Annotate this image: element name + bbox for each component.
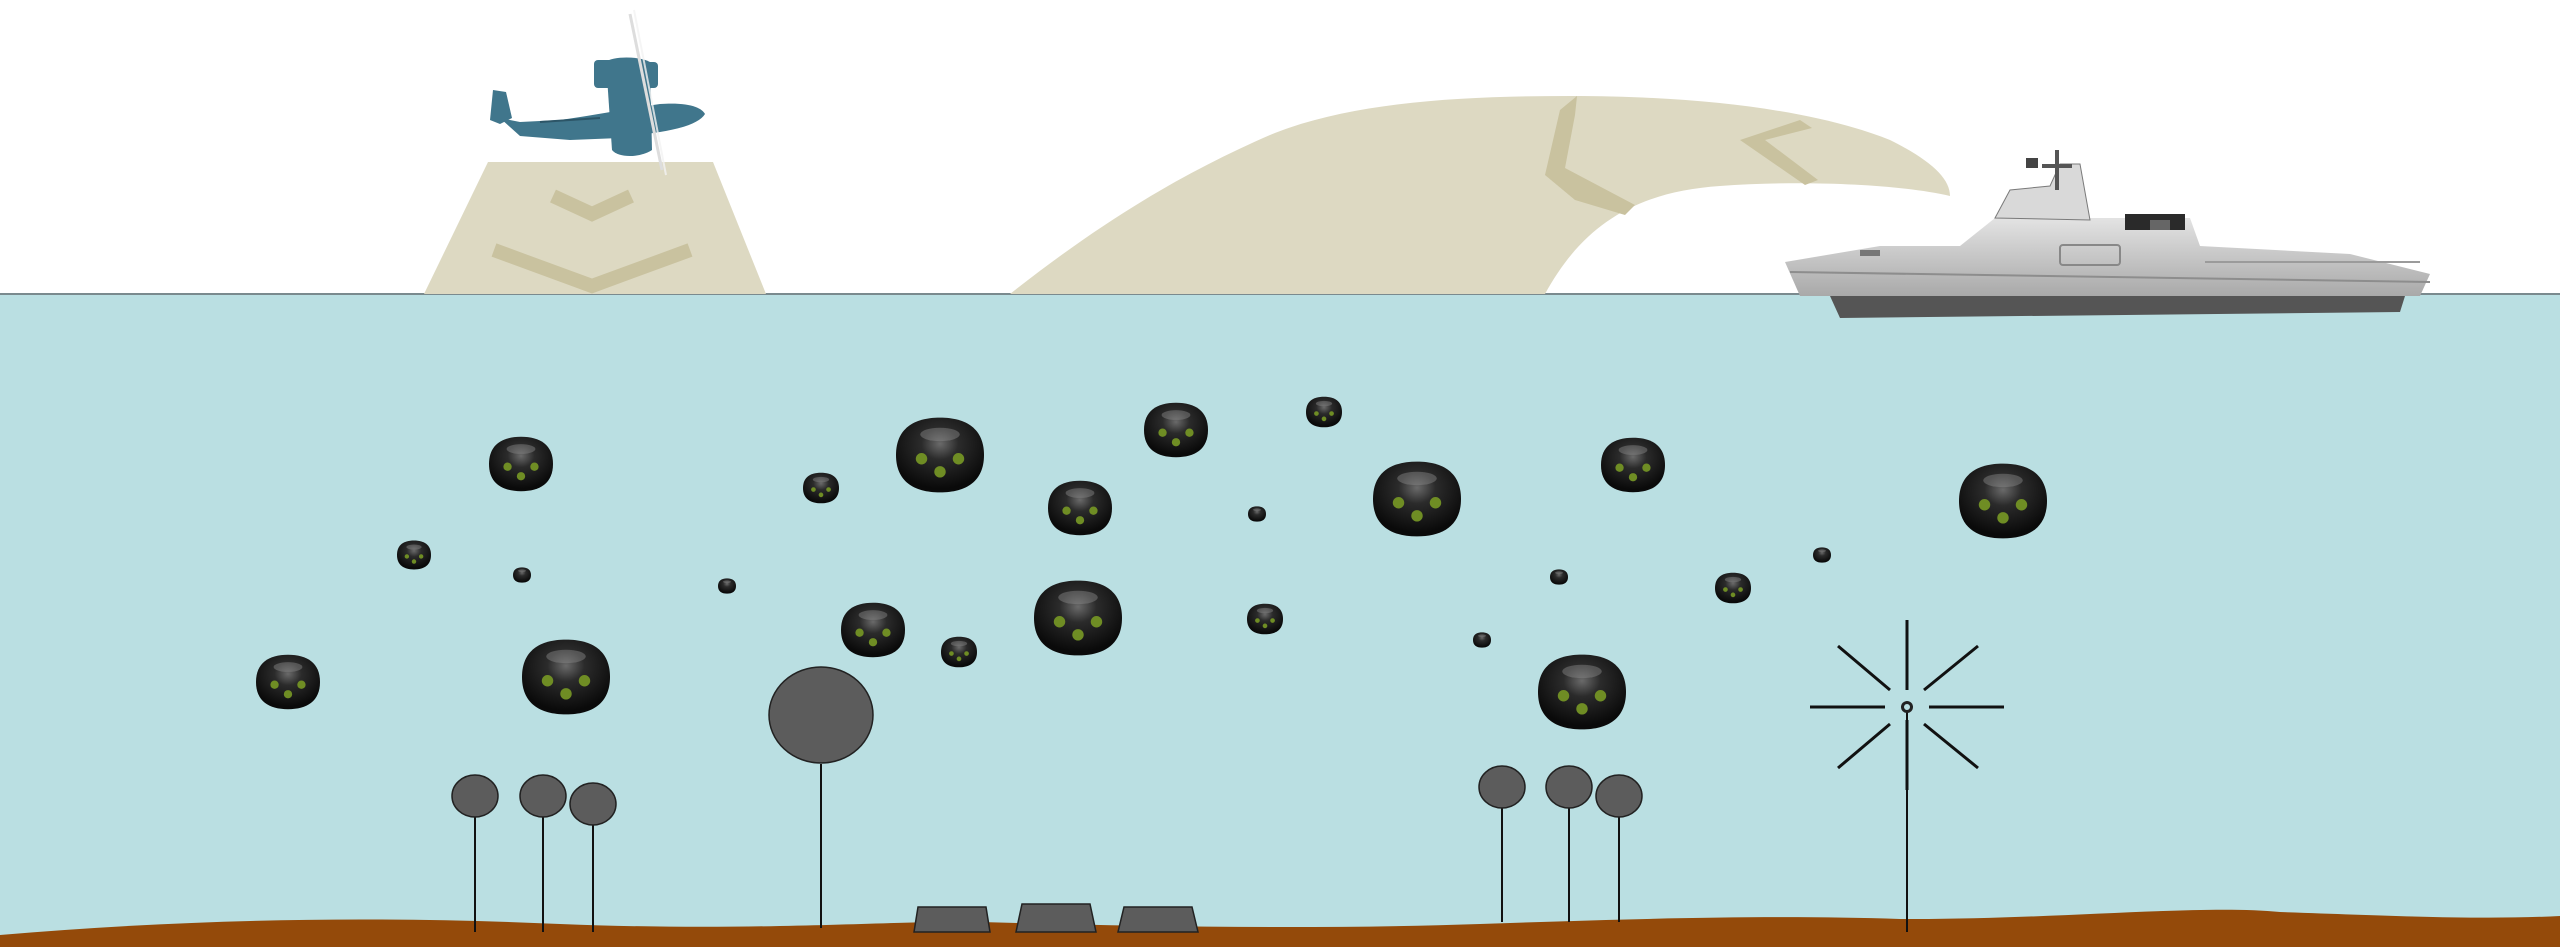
floating-mine [718,578,736,593]
floating-mine [803,473,839,504]
floating-mine [896,418,984,493]
floating-mine [1248,506,1266,521]
floating-mine [1034,581,1122,656]
floating-mine [1473,632,1491,647]
floating-mine [1373,462,1461,537]
floating-mine [1959,464,2047,539]
floating-mine [1715,573,1751,604]
floating-mine [1601,438,1665,492]
floating-mine [1306,397,1342,428]
floating-mine [1144,403,1208,457]
floating-mine [1247,604,1283,635]
floating-mine [941,637,977,668]
floating-mine [513,567,531,582]
floating-mine [256,655,320,709]
bottom-mines [914,904,1198,932]
floating-mine [489,437,553,491]
floating-mine [522,640,610,715]
floating-mine [1550,569,1568,584]
floating-mine [397,541,431,570]
floating-mine [1813,547,1831,562]
floating-mine [841,603,905,657]
floating-mine [1538,655,1626,730]
floating-mine [1048,481,1112,535]
